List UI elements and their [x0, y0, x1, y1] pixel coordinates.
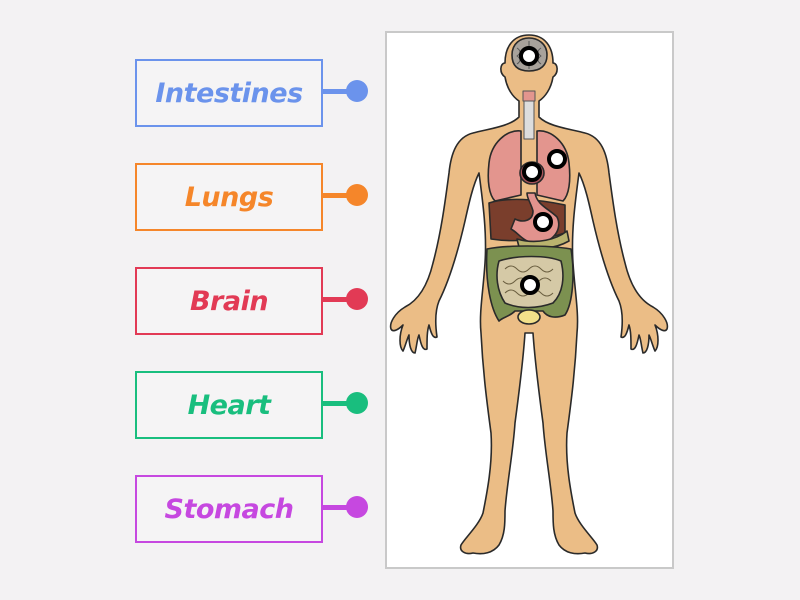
connector-line [321, 89, 351, 94]
drag-handle-lungs[interactable] [346, 184, 368, 206]
connector-line [321, 193, 351, 198]
drag-handle-heart[interactable] [346, 392, 368, 414]
label-brain[interactable]: Brain [135, 267, 323, 335]
target-intestines[interactable] [520, 275, 540, 295]
label-stomach[interactable]: Stomach [135, 475, 323, 543]
connector-line [321, 297, 351, 302]
label-text: Heart [187, 389, 271, 421]
label-heart[interactable]: Heart [135, 371, 323, 439]
target-heart[interactable] [522, 162, 542, 182]
target-lungs[interactable] [547, 149, 567, 169]
human-body-illustration [389, 34, 669, 555]
label-text: Lungs [184, 181, 274, 213]
connector-line [321, 401, 351, 406]
connector-line [321, 505, 351, 510]
label-text: Stomach [164, 493, 294, 525]
drag-handle-stomach[interactable] [346, 496, 368, 518]
drag-handle-intestines[interactable] [346, 80, 368, 102]
label-lungs[interactable]: Lungs [135, 163, 323, 231]
body-diagram-panel [385, 31, 674, 569]
target-brain[interactable] [519, 46, 539, 66]
label-intestines[interactable]: Intestines [135, 59, 323, 127]
drag-handle-brain[interactable] [346, 288, 368, 310]
label-text: Brain [189, 285, 269, 317]
label-text: Intestines [155, 77, 303, 109]
target-stomach[interactable] [533, 212, 553, 232]
